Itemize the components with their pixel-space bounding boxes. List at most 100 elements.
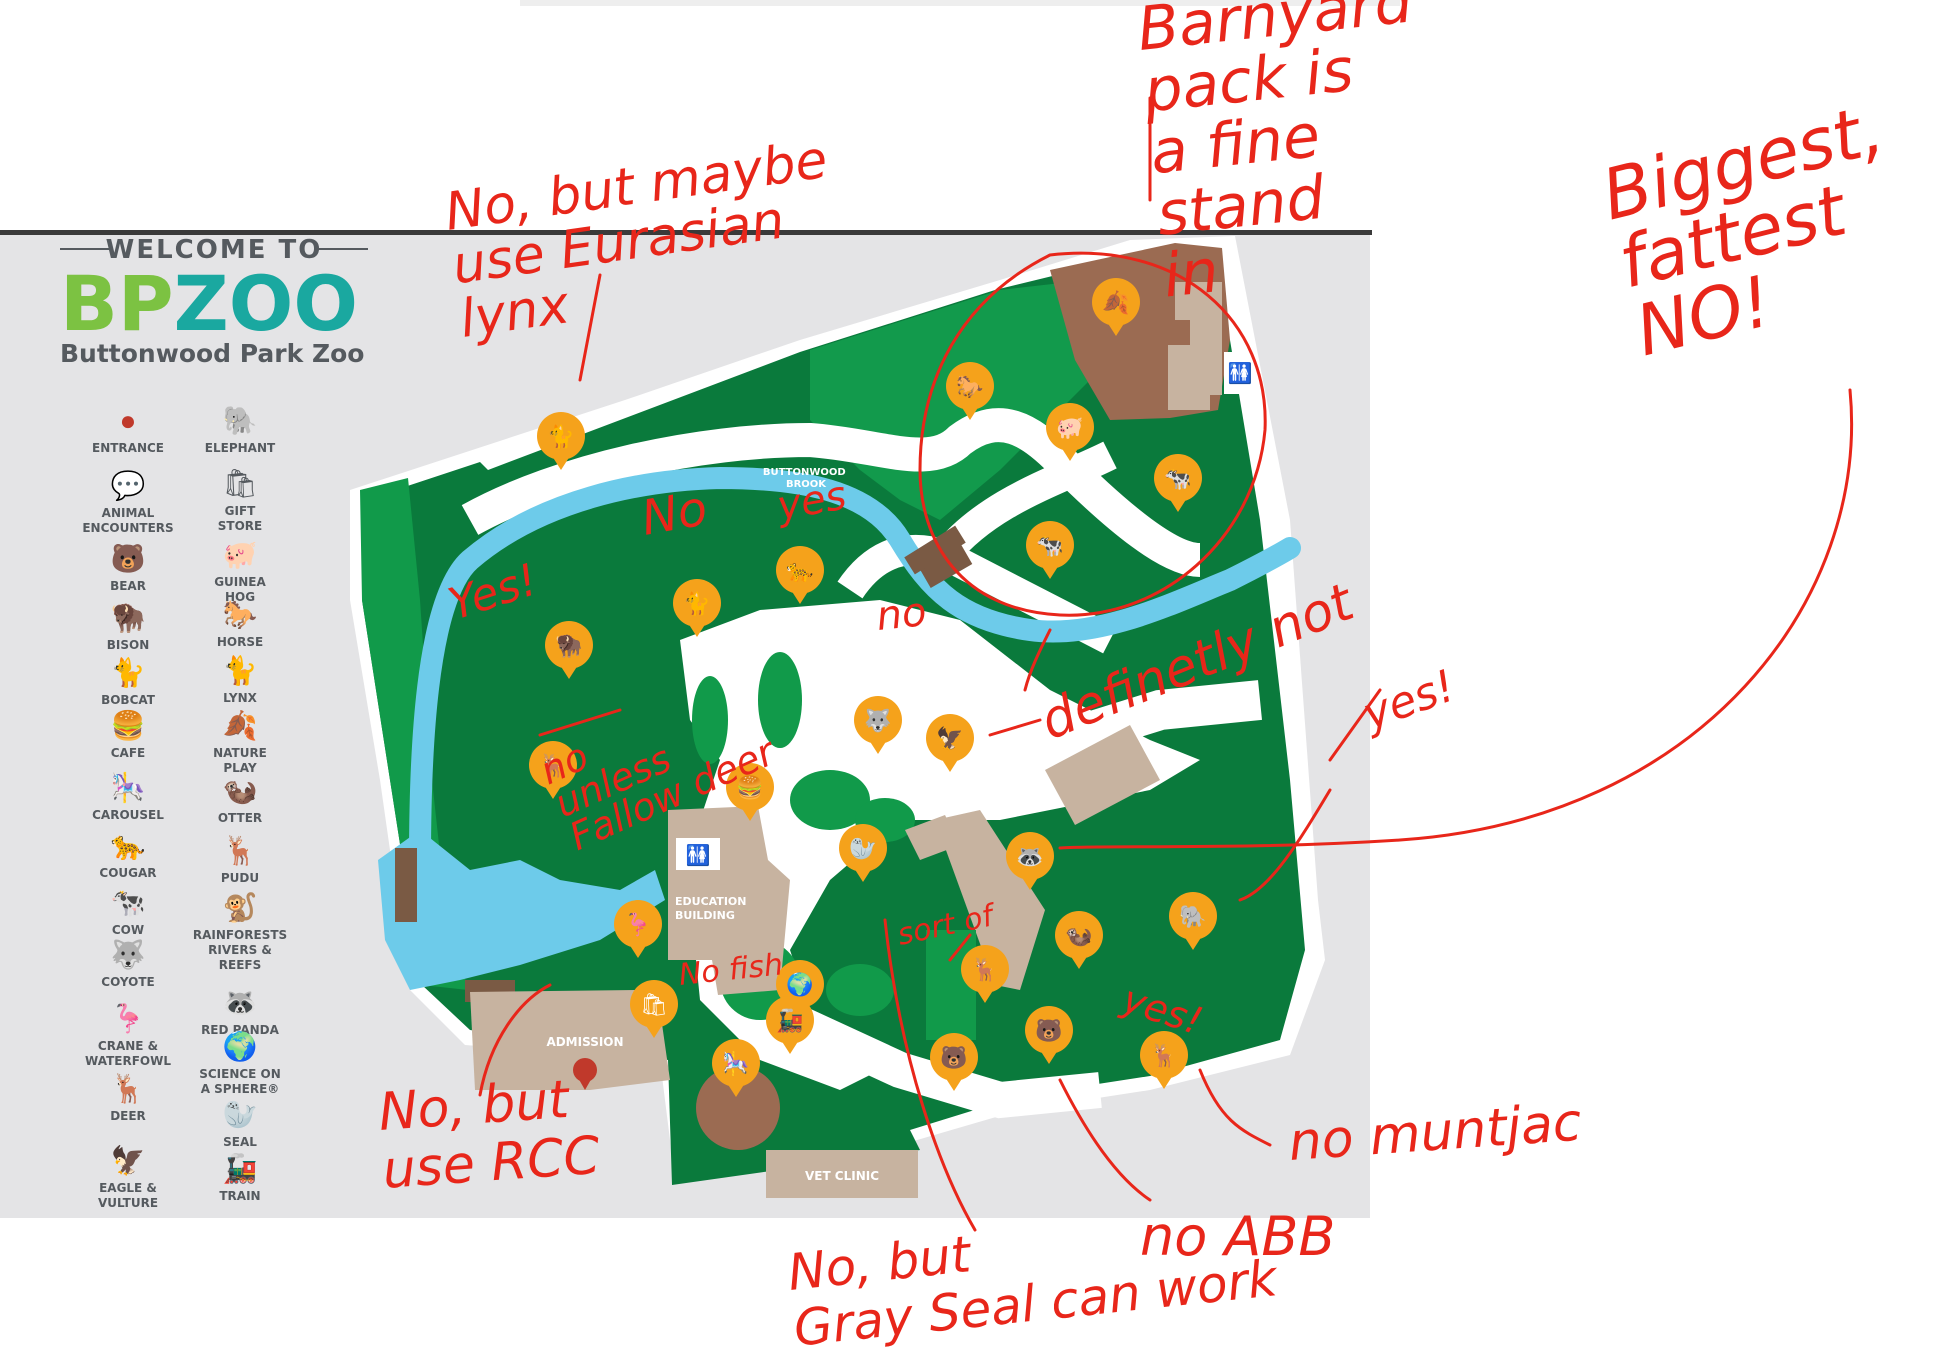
cougar-marker[interactable]: 🐆 (776, 546, 824, 604)
handwritten-annotations (478, 96, 1853, 1232)
eagle-icon: 🦅 (111, 1143, 146, 1177)
carousel-icon: 🎠 (111, 771, 146, 804)
header: WELCOME TO BPZOO Buttonwood Park Zoo (60, 235, 368, 368)
admission-building (470, 990, 670, 1090)
cow-marker[interactable]: 🐄 (1154, 454, 1202, 512)
legend-label: EAGLE &VULTURE (98, 1181, 158, 1210)
barnyard-circle (918, 251, 1267, 617)
pudu-marker[interactable]: 🦌 (961, 945, 1009, 1003)
legend-label: LYNX (223, 691, 258, 705)
deer-marker[interactable]: 🦌 (529, 741, 577, 799)
legend-label: ELEPHANT (205, 441, 276, 455)
buttonwood-brook (409, 467, 1301, 871)
legend-label: TRAIN (219, 1189, 260, 1203)
legend-item-cougar: 🐆COUGAR (99, 830, 156, 880)
legend-item-bear: 🐻 BEAR (110, 541, 146, 593)
entrance-icon: ● (120, 405, 137, 436)
science-sphere-icon: 🌍 (786, 972, 813, 997)
restroom-sign-top (1224, 352, 1256, 394)
panel-top-border (0, 230, 1372, 235)
legend-item-horse: 🐎HORSE (217, 599, 263, 649)
cougar-icon: 🐆 (786, 558, 813, 583)
sort-of-pointer (948, 933, 972, 962)
animal-encounters-icon: 💬 (111, 469, 146, 502)
annotation-7: no (874, 589, 928, 640)
horse-marker[interactable]: 🐎 (946, 362, 994, 420)
education-label: EDUCATION BUILDING (675, 895, 750, 922)
legend-item-lynx: 🐈LYNX (223, 654, 258, 705)
abb-pointer (1058, 1078, 1152, 1202)
barn-shed (904, 525, 966, 575)
exhibit-markers: 🐈 🐎 🐖 🐄 🐄 🍂 🐆 🐈 🦬 🐺 🦅 🦌 🍔 🦭 🦝 🦩 🛍 🌍 🦦 🦌 🐘 🚂 🐻 🐻 🎠 🦌 (529, 278, 1217, 1097)
legend-item-train: 🚂TRAIN (219, 1152, 260, 1203)
train-marker[interactable]: 🚂 (766, 996, 814, 1054)
legend-item-coyote: 🐺COYOTE (101, 938, 154, 989)
cow-icon: 🐄 (1164, 466, 1191, 491)
legend-label: PUDU (221, 871, 259, 885)
bison-icon: 🦬 (555, 633, 582, 658)
legend-item-seal: 🦭SEAL (223, 1099, 258, 1149)
bear-marker[interactable]: 🐻 (1025, 1006, 1073, 1064)
bison-marker[interactable]: 🦬 (545, 621, 593, 679)
legend-label: BEAR (110, 579, 146, 593)
nature-play-marker[interactable]: 🍂 (1092, 278, 1140, 336)
gift-store-marker[interactable]: 🛍 (630, 980, 678, 1038)
horse-icon: 🐎 (223, 599, 258, 630)
yes-right-pointer (1328, 688, 1382, 762)
lynx-marker[interactable]: 🐈 (537, 412, 585, 470)
admission-label: ADMISSION (546, 1035, 623, 1049)
horse-icon: 🐎 (956, 374, 983, 399)
south-path (762, 993, 1102, 1119)
logo-zoo: ZOO (174, 259, 358, 348)
top-strip (520, 0, 1400, 6)
seal-icon: 🦭 (223, 1099, 258, 1131)
fallow-pointer (538, 708, 622, 737)
legend-item-carousel: 🎠 CAROUSEL (92, 771, 164, 822)
coyote-icon: 🐺 (864, 708, 891, 733)
gift-store-icon: 🛍 (640, 992, 668, 1017)
guinea-hog-marker[interactable]: 🐖 (1046, 403, 1094, 461)
legend-item-elephant: 🐘ELEPHANT (205, 405, 276, 455)
logo-bp: BP (60, 259, 174, 348)
otter-icon: 🦦 (1065, 923, 1092, 948)
restroom-icon-top: 🚻 (1228, 361, 1253, 385)
legend-item-eagle: 🦅 EAGLE &VULTURE (98, 1143, 158, 1210)
pudu-marker[interactable]: 🦌 (1140, 1031, 1188, 1089)
cow-marker[interactable]: 🐄 (1026, 521, 1074, 579)
elephant-marker[interactable]: 🐘 (1169, 892, 1217, 950)
cafe-icon: 🍔 (111, 709, 146, 742)
coyote-marker[interactable]: 🐺 (854, 696, 902, 754)
red-panda-icon: 🦝 (1016, 844, 1043, 869)
bear-marker[interactable]: 🐻 (930, 1033, 978, 1091)
east-path (994, 680, 1262, 780)
definitely-pointer (988, 718, 1042, 737)
bear-icon: 🐻 (111, 541, 146, 575)
grass-patch-2 (758, 652, 802, 748)
cafe-marker[interactable]: 🍔 (726, 763, 774, 821)
bobcat-marker[interactable]: 🐈 (673, 579, 721, 637)
annotation-16: no ABB (1140, 1205, 1335, 1268)
otter-marker[interactable]: 🦦 (1055, 911, 1103, 969)
legend-label: CRANE &WATERFOWL (85, 1039, 171, 1068)
coyote-icon: 🐺 (111, 938, 146, 971)
entrance-marker (573, 1058, 597, 1090)
eagle-marker[interactable]: 🦅 (926, 714, 974, 772)
red-panda-marker[interactable]: 🦝 (1006, 832, 1054, 890)
seal-marker[interactable]: 🦭 (839, 824, 887, 882)
legend-label: CAROUSEL (92, 808, 164, 822)
crane-marker[interactable]: 🦩 (614, 900, 662, 958)
cougar-icon: 🐆 (111, 830, 146, 862)
deer-icon: 🦌 (111, 1072, 146, 1105)
elephant-icon: 🐘 (1179, 904, 1206, 929)
carousel-marker[interactable]: 🎠 (712, 1039, 760, 1097)
legend-item-entrance: ●ENTRANCE (92, 405, 164, 455)
